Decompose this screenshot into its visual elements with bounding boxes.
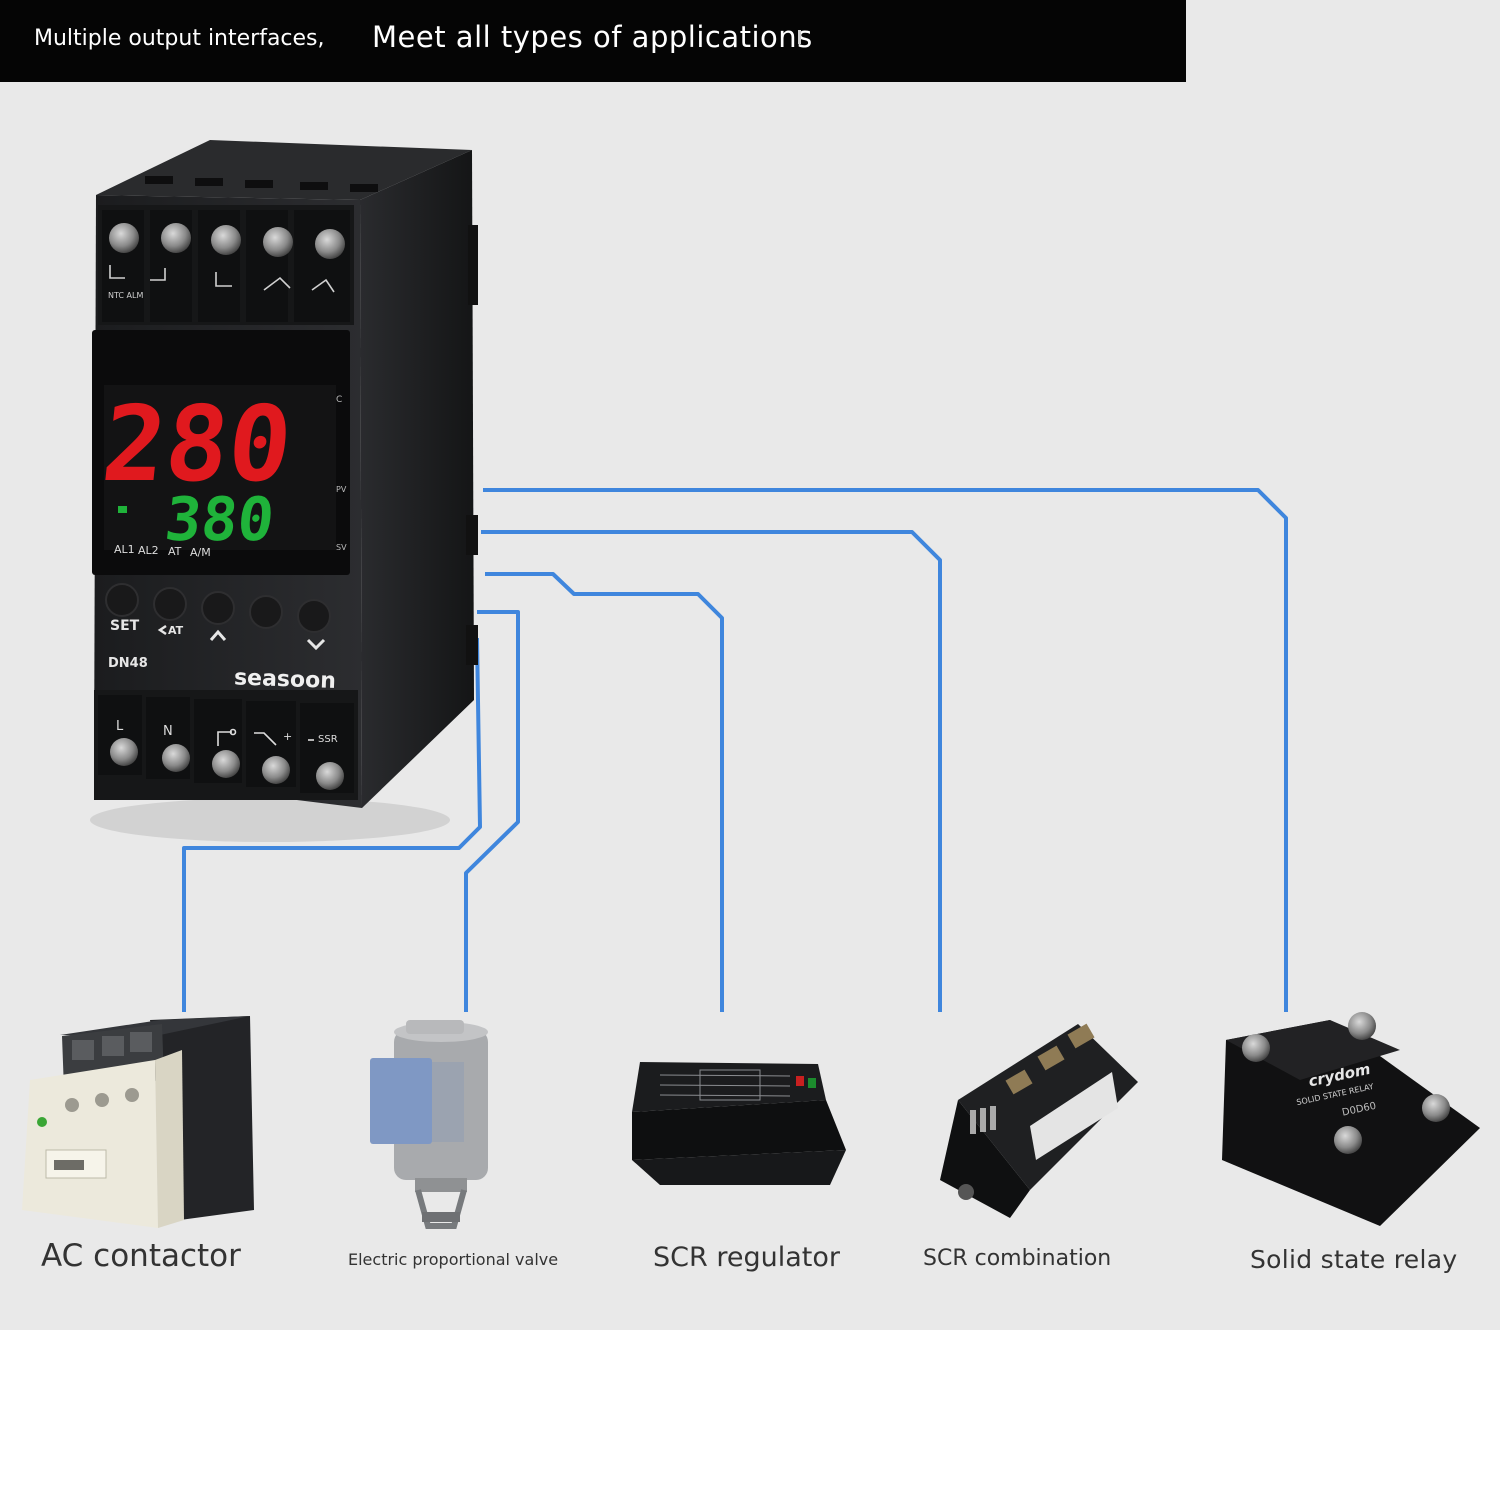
caption-scr-combination: SCR combination bbox=[923, 1246, 1112, 1271]
bottom-terminal-block: L N + SSR bbox=[94, 690, 358, 800]
status-label-at: AT bbox=[168, 545, 182, 558]
wire-ssr bbox=[483, 488, 1288, 1012]
status-label-al2: AL2 bbox=[138, 544, 159, 557]
screw bbox=[262, 756, 290, 784]
up-arrow-icon bbox=[209, 629, 227, 641]
caption-ac-contactor: AC contactor bbox=[41, 1238, 241, 1274]
scr-regulator-image bbox=[632, 1062, 846, 1185]
terminal-label-ssr: SSR bbox=[318, 734, 338, 745]
screw bbox=[161, 223, 191, 253]
screw bbox=[211, 225, 241, 255]
screw bbox=[212, 750, 240, 778]
screw bbox=[162, 744, 190, 772]
sv-display: 380 bbox=[162, 485, 278, 555]
terminal-label-l: L bbox=[116, 719, 124, 734]
caption-proportional-valve: Electric proportional valve bbox=[348, 1250, 559, 1269]
down-key[interactable] bbox=[297, 599, 331, 633]
model-label: DN48 bbox=[108, 656, 148, 671]
screw bbox=[109, 223, 139, 253]
top-terminal-block: NTC ALM bbox=[98, 205, 354, 325]
caption-scr-regulator: SCR regulator bbox=[653, 1242, 840, 1273]
wire-scr-regulator bbox=[485, 572, 724, 1012]
pv-display: 280 bbox=[97, 383, 298, 505]
down-arrow-icon bbox=[306, 638, 326, 651]
wire-valve bbox=[464, 610, 520, 1012]
set-key[interactable] bbox=[105, 583, 139, 617]
at-key[interactable] bbox=[153, 587, 187, 621]
shift-key[interactable] bbox=[249, 595, 283, 629]
header-banner: Multiple output interfaces, Meet all typ… bbox=[0, 0, 1186, 82]
brand-logo: seasoon bbox=[234, 665, 337, 694]
terminal-label-ntc: NTC ALM bbox=[108, 291, 143, 300]
screw bbox=[263, 227, 293, 257]
temperature-controller: NTC ALM 280 380 C PV SV AL1 AL2 AT A/M bbox=[90, 140, 478, 842]
schneider-logo-icon bbox=[37, 1117, 47, 1127]
banner-left-text: Multiple output interfaces, bbox=[34, 26, 325, 51]
caption-solid-state-relay: Solid state relay bbox=[1250, 1245, 1458, 1274]
keypad: SET AT bbox=[105, 583, 331, 651]
scr-combination-image bbox=[940, 1023, 1138, 1218]
display-window: 280 380 C PV SV AL1 AL2 AT A/M bbox=[92, 330, 350, 575]
status-label-am: A/M bbox=[190, 546, 211, 559]
screw bbox=[316, 762, 344, 790]
at-key-label: AT bbox=[168, 624, 184, 637]
solid-state-relay-image: crydom SOLID STATE RELAY D0D60 bbox=[1222, 1012, 1480, 1226]
status-led bbox=[118, 506, 127, 513]
pv-unit-label: C bbox=[336, 395, 342, 405]
ac-contactor-image bbox=[22, 1016, 254, 1228]
banner-tick bbox=[798, 30, 801, 44]
proportional-valve-image bbox=[370, 1020, 488, 1229]
screw bbox=[315, 229, 345, 259]
connection-wires bbox=[182, 488, 1288, 1012]
sv-label: SV bbox=[336, 543, 347, 552]
screw bbox=[110, 738, 138, 766]
left-arrow-icon bbox=[157, 624, 167, 636]
wire-scr-combination bbox=[481, 530, 942, 1012]
banner-right-text: Meet all types of applications bbox=[372, 20, 813, 54]
pv-label: PV bbox=[336, 485, 347, 494]
terminal-label-plus: + bbox=[283, 730, 292, 743]
status-label-al1: AL1 bbox=[114, 543, 135, 556]
wire-contactor bbox=[182, 637, 482, 1012]
up-key[interactable] bbox=[201, 591, 235, 625]
set-key-label: SET bbox=[110, 618, 140, 634]
terminal-label-n: N bbox=[163, 724, 173, 739]
